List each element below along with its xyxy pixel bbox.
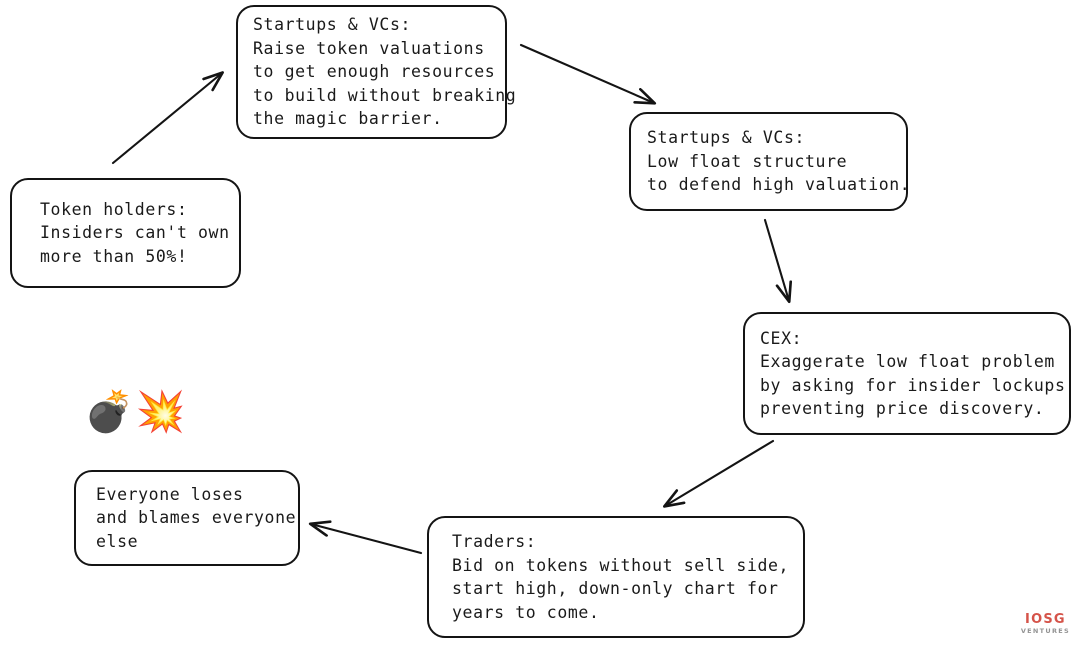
node-everyone-loses-line-0: Everyone loses xyxy=(96,484,244,504)
node-traders-line-3: years to come. xyxy=(452,602,600,622)
node-token-holders[interactable]: Token holders: Insiders can't own more t… xyxy=(10,178,241,288)
node-cex-line-1: Exaggerate low float problem xyxy=(760,352,1055,371)
node-traders[interactable]: Traders: Bid on tokens without sell side… xyxy=(427,516,805,638)
node-cex-line-2: by asking for insider lockups xyxy=(760,375,1066,395)
node-everyone-loses-line-1: and blames everyone xyxy=(96,508,297,528)
node-cex[interactable]: CEX: Exaggerate low float problem by ask… xyxy=(743,312,1071,435)
watermark-sub: VENTURES xyxy=(1020,627,1070,635)
node-everyone-loses-line-2: else xyxy=(96,531,139,551)
arrow-startups-raise-to-lowfloat xyxy=(519,43,654,103)
node-startups-lowfloat-line-0: Startups & VCs: xyxy=(647,128,806,148)
node-startups-raise-line-1: Raise token valuations xyxy=(253,38,485,58)
node-traders-line-1: Bid on tokens without sell side, xyxy=(452,555,790,575)
node-cex-line-0: CEX: xyxy=(760,328,803,348)
node-token-holders-line-0: Token holders: xyxy=(40,199,188,219)
bomb-icon: 💣 xyxy=(84,389,136,435)
emoji-group: 💣💥 xyxy=(84,392,188,432)
node-cex-line-3: preventing price discovery. xyxy=(760,399,1045,418)
iosg-ventures-watermark: IOSG VENTURES xyxy=(1021,613,1070,636)
arrow-lowfloat-to-cex xyxy=(763,218,789,301)
node-traders-line-0: Traders: xyxy=(452,532,537,551)
node-token-holders-line-1: Insiders can't own xyxy=(40,223,230,243)
node-startups-raise-line-2: to get enough resources xyxy=(253,62,496,82)
node-everyone-loses[interactable]: Everyone loses and blames everyone else xyxy=(74,470,300,566)
node-startups-raise[interactable]: Startups & VCs: Raise token valuations t… xyxy=(236,5,517,139)
collision-icon: 💥 xyxy=(135,389,188,435)
node-startups-lowfloat-line-2: to defend high valuation. xyxy=(647,175,911,195)
arrow-cex-to-traders xyxy=(665,439,775,506)
node-startups-raise-line-3: to build without breaking xyxy=(253,85,517,105)
node-startups-raise-line-4: the magic barrier. xyxy=(253,109,443,129)
arrow-token-holders-to-startups-raise xyxy=(111,73,222,165)
watermark-brand: IOSG xyxy=(1025,612,1066,627)
node-startups-lowfloat[interactable]: Startups & VCs: Low float structure to d… xyxy=(629,112,911,211)
node-token-holders-line-2: more than 50%! xyxy=(40,246,188,266)
node-startups-lowfloat-line-1: Low float structure xyxy=(647,151,848,171)
node-traders-line-2: start high, down-only chart for xyxy=(452,579,779,598)
arrow-traders-to-everyone-loses xyxy=(311,524,423,555)
node-startups-raise-line-0: Startups & VCs: xyxy=(253,15,412,35)
